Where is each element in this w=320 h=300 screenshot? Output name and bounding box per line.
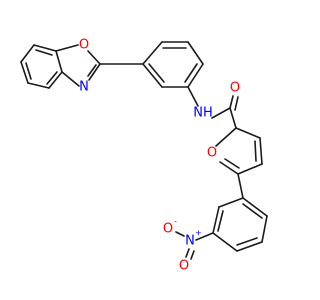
benzoxazole-nitrogen-label: N <box>79 80 89 95</box>
bond <box>25 62 32 80</box>
bond <box>175 231 185 237</box>
bond <box>229 95 234 109</box>
bond <box>27 82 50 89</box>
amide-oxygen-label: O <box>230 81 240 96</box>
bond <box>242 203 263 219</box>
bond <box>190 250 195 260</box>
bonds <box>20 41 268 260</box>
bond <box>148 63 165 83</box>
bond <box>61 71 80 87</box>
nitro-oxide-label: O <box>163 222 173 237</box>
furan-oxygen-label: O <box>207 146 217 161</box>
amide-nh-label: NH <box>193 106 213 121</box>
bond <box>55 50 63 73</box>
bond <box>237 173 244 199</box>
bond <box>184 63 198 83</box>
bond <box>234 96 239 111</box>
nitro-oxide-charge: - <box>174 217 177 226</box>
bond <box>261 215 268 243</box>
bond <box>236 241 263 252</box>
bond <box>142 41 163 65</box>
bond <box>236 237 258 246</box>
bond <box>224 158 240 169</box>
bond <box>88 63 101 81</box>
bond <box>187 41 204 65</box>
nitro-nitrogen-charge: + <box>195 229 202 238</box>
bond <box>259 137 263 165</box>
nitro-nitrogen-label: N <box>185 234 195 249</box>
bond <box>235 127 261 139</box>
nitro-oxygen-label: O <box>179 259 189 274</box>
bond <box>20 61 29 84</box>
bond <box>218 197 244 208</box>
bond <box>211 107 231 119</box>
bond <box>229 107 237 129</box>
atom-labels: O N NH O O N + O - O <box>79 38 240 274</box>
bond <box>55 44 79 52</box>
bond <box>187 63 204 88</box>
bond <box>212 232 238 252</box>
bond <box>87 50 101 65</box>
bond <box>215 127 237 147</box>
bond <box>237 163 263 175</box>
bond <box>185 248 190 258</box>
bond <box>33 44 57 52</box>
bond <box>195 232 214 241</box>
bond <box>20 44 35 63</box>
bond <box>46 71 58 85</box>
bond <box>187 86 199 107</box>
bond <box>219 161 239 175</box>
bond <box>212 206 220 234</box>
bond <box>35 49 53 56</box>
bond <box>48 71 63 89</box>
bond <box>142 63 163 88</box>
bond <box>242 197 268 217</box>
bond <box>254 140 257 162</box>
benzoxazole-oxygen-label: O <box>79 38 89 53</box>
bond <box>217 210 224 232</box>
bond <box>87 64 97 77</box>
molecule-structure-diagram: O N NH O O N + O - O <box>20 38 268 274</box>
